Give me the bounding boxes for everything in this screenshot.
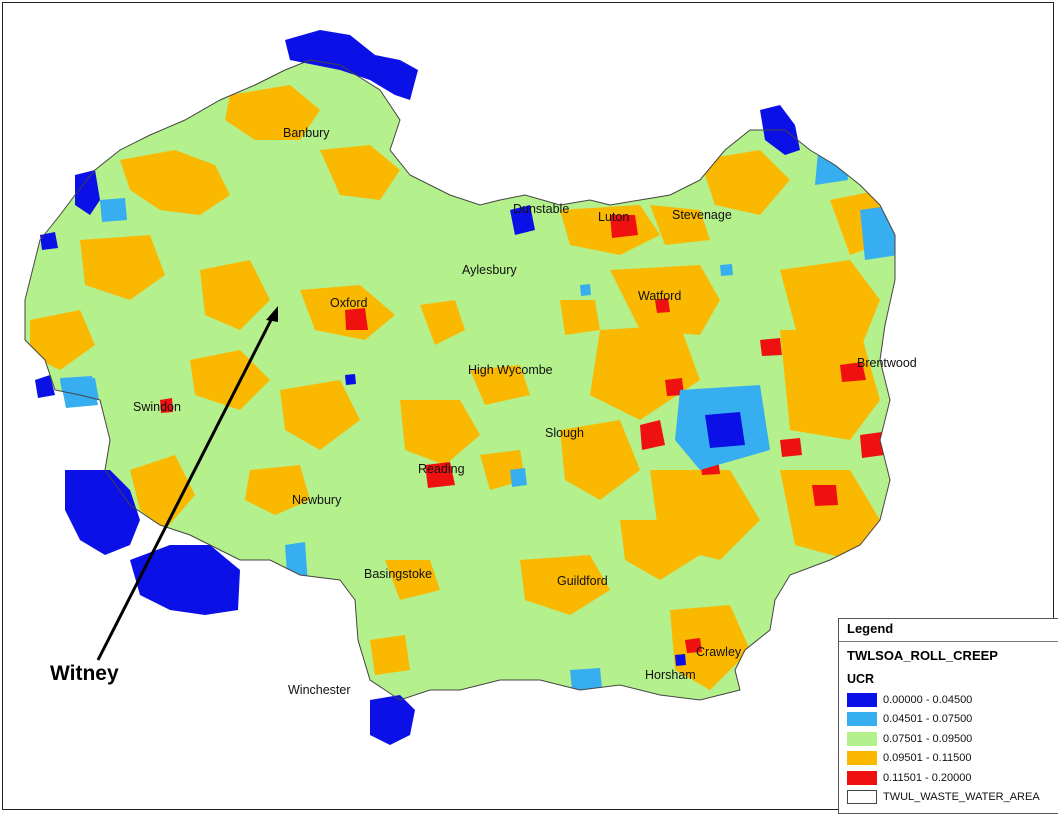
legend-class-3: 0.07501 - 0.09500: [839, 729, 1058, 749]
place-label-dunstable: Dunstable: [513, 202, 570, 216]
legend-class-label: 0.04501 - 0.07500: [883, 713, 973, 726]
place-label-guildford: Guildford: [557, 574, 608, 588]
place-label-stevenage: Stevenage: [672, 208, 732, 222]
ucr-patches: [30, 85, 895, 690]
place-label-newbury: Newbury: [292, 493, 342, 507]
place-label-oxford: Oxford: [330, 296, 368, 310]
legend-boundary-label: TWUL_WASTE_WATER_AREA: [883, 791, 1040, 804]
place-label-aylesbury: Aylesbury: [462, 263, 517, 277]
place-label-watford: Watford: [638, 289, 682, 303]
legend-class-label: 0.00000 - 0.04500: [883, 693, 973, 706]
place-label-slough: Slough: [545, 426, 584, 440]
map-legend: Legend TWLSOA_ROLL_CREEP UCR 0.00000 - 0…: [838, 618, 1058, 814]
place-label-crawley: Crawley: [696, 645, 742, 659]
place-label-luton: Luton: [598, 210, 630, 224]
legend-swatch: [847, 751, 877, 766]
legend-boundary-swatch: [847, 790, 877, 805]
place-label-reading: Reading: [418, 462, 465, 476]
outlier-light-areas: [60, 376, 98, 408]
legend-title: Legend: [839, 619, 1058, 642]
legend-swatch: [847, 731, 877, 746]
legend-layer-name: TWLSOA_ROLL_CREEP: [847, 648, 998, 663]
place-label-horsham: Horsham: [645, 668, 696, 682]
outlier-areas: [35, 30, 800, 745]
legend-class-label: 0.07501 - 0.09500: [883, 732, 973, 745]
legend-class-label: 0.09501 - 0.11500: [883, 752, 972, 765]
place-label-winchester: Winchester: [288, 683, 351, 697]
legend-boundary: TWUL_WASTE_WATER_AREA: [839, 788, 1058, 808]
witney-arrow: [96, 306, 278, 661]
legend-swatch: [847, 712, 877, 727]
legend-swatch: [847, 692, 877, 707]
place-label-high-wycombe: High Wycombe: [468, 363, 553, 377]
place-label-swindon: Swindon: [133, 400, 181, 414]
legend-class-1: 0.00000 - 0.04500: [839, 690, 1058, 710]
callout-witney: Witney: [50, 662, 119, 685]
place-label-banbury: Banbury: [283, 126, 330, 140]
legend-class-label: 0.11501 - 0.20000: [883, 771, 972, 784]
place-label-brentwood: Brentwood: [857, 356, 917, 370]
legend-field-name: UCR: [847, 672, 875, 686]
legend-class-5: 0.11501 - 0.20000: [839, 768, 1058, 788]
legend-class-4: 0.09501 - 0.11500: [839, 749, 1058, 769]
legend-class-2: 0.04501 - 0.07500: [839, 710, 1058, 730]
place-label-basingstoke: Basingstoke: [364, 567, 433, 581]
legend-swatch: [847, 770, 877, 785]
